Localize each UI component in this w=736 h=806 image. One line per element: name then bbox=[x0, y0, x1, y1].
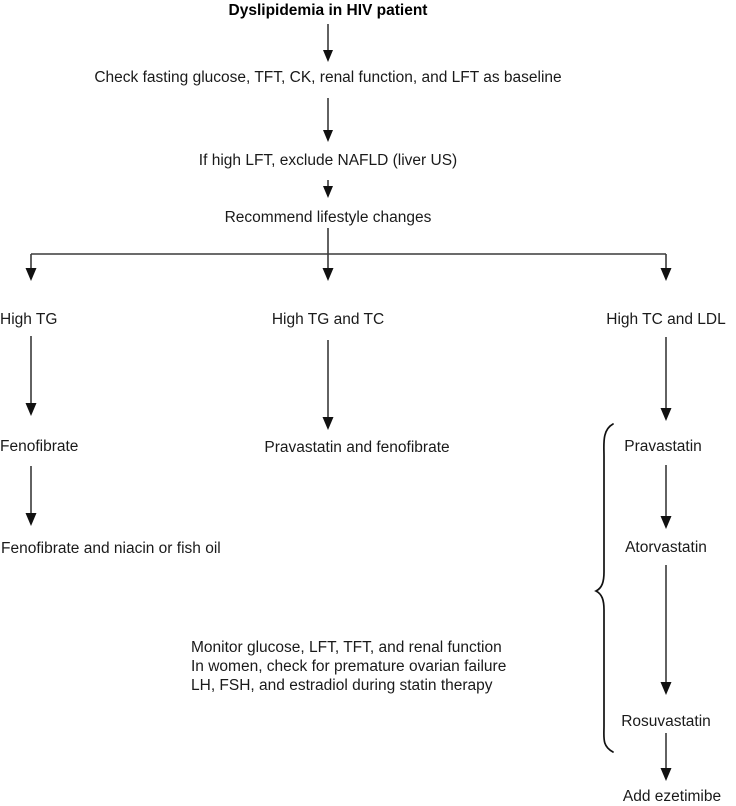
node-pravastatin-and-fenofibrate: Pravastatin and fenofibrate bbox=[264, 439, 450, 456]
connector-atorvastatin-to-rosuvastatin bbox=[660, 565, 672, 695]
connector-pravastatin-to-atorvastatin bbox=[660, 465, 672, 529]
node-high-tg-and-tc: High TG and TC bbox=[271, 311, 385, 328]
monitoring-note: Monitor glucose, LFT, TFT, and renal fun… bbox=[191, 639, 507, 695]
node-add-ezetimibe: Add ezetimibe bbox=[622, 788, 722, 805]
node-fenofibrate: Fenofibrate bbox=[0, 438, 79, 455]
node-atorvastatin: Atorvastatin bbox=[625, 539, 707, 556]
connector-split-to-center bbox=[322, 254, 334, 281]
node-baseline-tests: Check fasting glucose, TFT, CK, renal fu… bbox=[94, 69, 562, 86]
node-rosuvastatin: Rosuvastatin bbox=[621, 713, 711, 730]
connector-nafld-to-lifestyle bbox=[323, 180, 333, 198]
node-fenofibrate-niacin-fishoil: Fenofibrate and niacin or fish oil bbox=[1, 540, 221, 557]
connector-hightcldl-to-pravastatin bbox=[660, 337, 672, 421]
node-pravastatin: Pravastatin bbox=[624, 438, 702, 455]
connector-hightg-to-fenofibrate bbox=[25, 336, 37, 416]
statin-group-brace bbox=[594, 423, 614, 753]
connector-rosuvastatin-to-ezetimibe bbox=[660, 733, 672, 781]
connector-hightgtc-to-pravafeno bbox=[322, 340, 334, 430]
page-title: Dyslipidemia in HIV patient bbox=[228, 2, 428, 19]
connector-split-to-left bbox=[25, 254, 37, 281]
node-lifestyle-changes: Recommend lifestyle changes bbox=[224, 209, 432, 226]
node-exclude-nafld: If high LFT, exclude NAFLD (liver US) bbox=[198, 152, 458, 169]
node-high-tg: High TG bbox=[0, 311, 58, 328]
connector-fenofibrate-to-niacin bbox=[25, 466, 37, 526]
connector-split-to-right bbox=[660, 254, 672, 281]
node-high-tc-and-ldl: High TC and LDL bbox=[606, 311, 726, 328]
connector-title-to-baseline bbox=[323, 24, 333, 62]
connector-baseline-to-nafld bbox=[323, 98, 333, 142]
